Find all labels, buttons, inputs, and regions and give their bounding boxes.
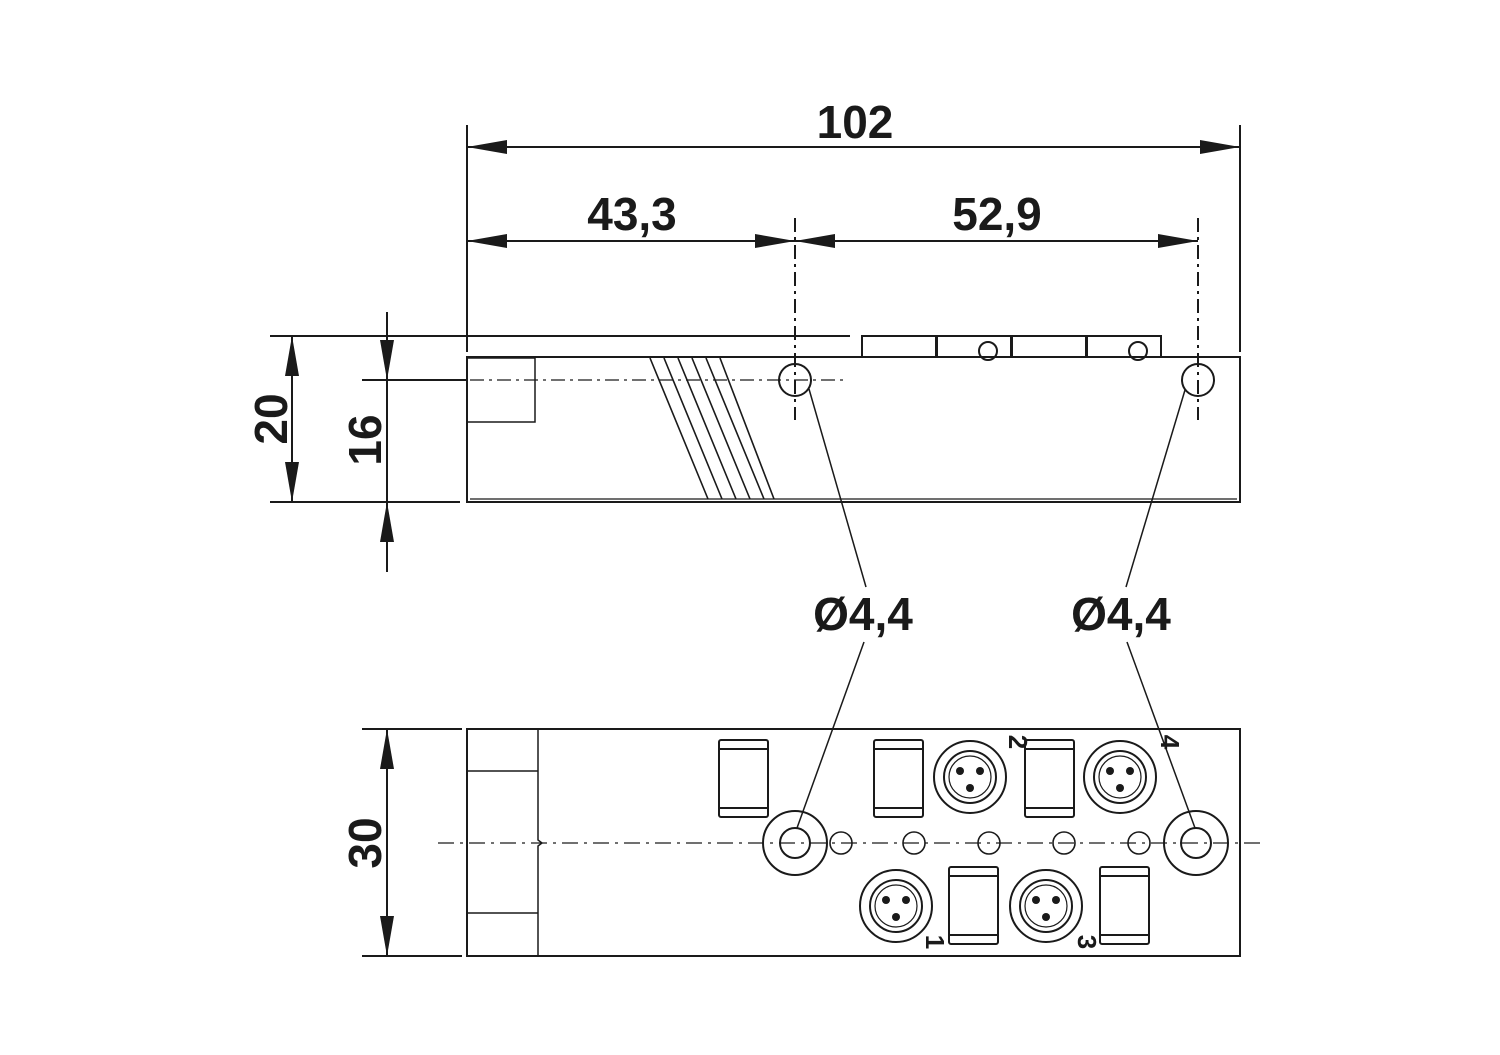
led-holes: [829, 831, 1151, 855]
connector-port-1: [859, 869, 933, 943]
label-port-3: 3: [1072, 935, 1102, 949]
connector-port-4: [1083, 740, 1157, 814]
dimension-hole-offsets: [467, 218, 1199, 420]
dimension-width: [362, 728, 462, 957]
label-port-4: 4: [1155, 735, 1185, 750]
label-left-hole-offset: 43,3: [587, 188, 677, 240]
label-port-1: 1: [920, 935, 950, 949]
caps-lower-row: [948, 866, 1150, 945]
side-connector-caps: [861, 335, 1162, 361]
label-hole-spacing: 52,9: [952, 188, 1042, 240]
hole-leaders: [796, 388, 1196, 829]
label-body-height: 16: [339, 414, 391, 465]
dimension-body-height: [362, 312, 466, 572]
side-mount-hole-right: [1181, 363, 1215, 397]
front-view: [438, 728, 1262, 957]
label-overall-length: 102: [817, 96, 894, 148]
connector-port-3: [1009, 869, 1083, 943]
label-hole-diameter-left: Ø4,4: [813, 588, 913, 640]
connector-port-2: [933, 740, 1007, 814]
dimension-overall-length: [466, 125, 1241, 352]
front-mount-hole-right: [1163, 810, 1229, 876]
side-stripes: [649, 357, 775, 500]
side-mount-hole-left: [778, 363, 812, 397]
label-total-height: 20: [245, 393, 297, 444]
caps-upper-row: [718, 739, 1075, 818]
dimension-total-height: [270, 335, 850, 503]
label-port-2: 2: [1003, 735, 1033, 749]
label-hole-diameter-right: Ø4,4: [1071, 588, 1171, 640]
side-view: [362, 335, 1241, 503]
label-width: 30: [339, 817, 391, 868]
front-mount-hole-left: [762, 810, 828, 876]
